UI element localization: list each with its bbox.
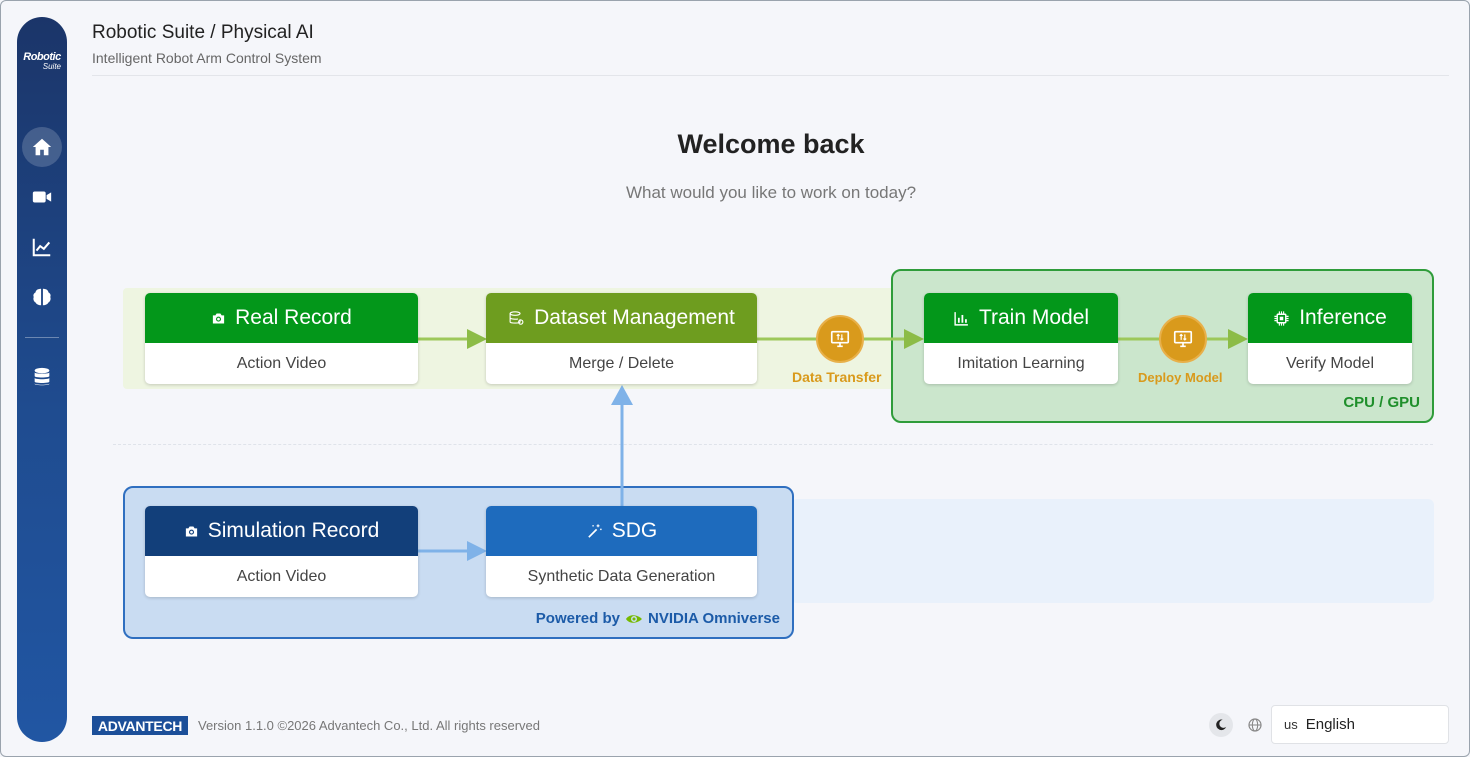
- line-chart-icon: [32, 238, 51, 257]
- bar-chart-icon: [954, 311, 968, 326]
- real-record-desc: Action Video: [236, 354, 327, 372]
- language-label: English: [1305, 716, 1355, 733]
- sdg-desc: Synthetic Data Generation: [527, 567, 716, 585]
- theme-toggle-button[interactable]: [1209, 713, 1233, 737]
- sdg-header: SDG: [486, 506, 757, 556]
- real-record-header: Real Record: [145, 293, 418, 343]
- sdg-card[interactable]: SDG Synthetic Data Generation: [486, 506, 757, 597]
- arrowhead-dataset-to-train: [904, 329, 924, 349]
- monitor-deploy-icon: [1173, 330, 1193, 348]
- arrowhead-sdg-to-dataset: [611, 385, 633, 405]
- omniverse-text: NVIDIA Omniverse: [648, 610, 780, 627]
- sidebar: Robotic Suite: [17, 17, 67, 742]
- dataset-management-title: Dataset Management: [534, 306, 735, 329]
- camera-icon: [185, 526, 197, 536]
- inference-card[interactable]: Inference Verify Model: [1248, 293, 1412, 384]
- database-gear-icon: [509, 310, 524, 325]
- monitor-transfer-icon: [830, 330, 850, 348]
- arrowhead-record-to-dataset: [467, 329, 487, 349]
- app-logo[interactable]: Robotic Suite: [17, 51, 67, 72]
- chip-icon: [1274, 310, 1289, 326]
- sidebar-divider: [25, 337, 59, 338]
- train-model-desc: Imitation Learning: [957, 354, 1085, 372]
- nvidia-logo-icon: [626, 614, 642, 623]
- data-transfer-node[interactable]: [816, 315, 864, 363]
- logo-line2: Suite: [42, 62, 61, 71]
- section-divider: [113, 444, 1433, 445]
- deploy-model-node[interactable]: [1159, 315, 1207, 363]
- deploy-model-label: Deploy Model: [1138, 370, 1223, 385]
- dataset-management-card[interactable]: Dataset Management Merge / Delete: [486, 293, 757, 384]
- welcome-title: Welcome back: [677, 129, 865, 159]
- simulation-record-title: Simulation Record: [207, 519, 380, 542]
- train-model-card[interactable]: Train Model Imitation Learning: [924, 293, 1118, 384]
- page-title: Robotic Suite / Physical AI: [92, 22, 314, 43]
- language-select[interactable]: us English: [1271, 705, 1449, 744]
- simulation-band: [791, 499, 1434, 603]
- inference-header: Inference: [1248, 293, 1412, 343]
- omniverse-label: Powered by NVIDIA Omniverse: [536, 610, 780, 627]
- dataset-management-desc: Merge / Delete: [569, 354, 674, 372]
- advantech-logo: ADVANTECH: [92, 716, 188, 735]
- sdg-title: SDG: [611, 519, 658, 542]
- inference-title: Inference: [1299, 306, 1387, 329]
- magic-wand-icon: [587, 523, 602, 538]
- globe-icon: [1244, 714, 1266, 736]
- sidebar-item-models[interactable]: [22, 277, 62, 317]
- version-text: Version 1.1.0 ©2026 Advantech Co., Ltd. …: [198, 718, 541, 733]
- home-icon: [32, 138, 52, 156]
- logo-line1: Robotic: [23, 51, 61, 63]
- sidebar-item-datasets[interactable]: [22, 357, 62, 397]
- welcome-subtitle: What would you like to work on today?: [625, 183, 917, 202]
- sidebar-item-home[interactable]: [22, 127, 62, 167]
- arrowhead-sim-to-sdg: [467, 541, 487, 561]
- simulation-record-card[interactable]: Simulation Record Action Video: [145, 506, 418, 597]
- database-icon: [34, 367, 50, 386]
- powered-by-text: Powered by: [535, 610, 620, 627]
- real-record-card[interactable]: Real Record Action Video: [145, 293, 418, 384]
- brain-icon: [33, 288, 51, 306]
- simulation-record-header: Simulation Record: [145, 506, 418, 556]
- arrowhead-train-to-inference: [1228, 329, 1248, 349]
- sidebar-item-analytics[interactable]: [22, 227, 62, 267]
- video-camera-icon: [32, 191, 52, 203]
- train-model-title: Train Model: [978, 306, 1090, 329]
- simulation-record-desc: Action Video: [236, 567, 327, 585]
- real-record-title: Real Record: [235, 306, 352, 329]
- train-model-header: Train Model: [924, 293, 1118, 343]
- sidebar-item-record[interactable]: [22, 177, 62, 217]
- language-code: us: [1284, 717, 1298, 732]
- camera-icon: [213, 313, 225, 323]
- page-subtitle: Intelligent Robot Arm Control System: [92, 50, 322, 66]
- dataset-management-header: Dataset Management: [486, 293, 757, 343]
- data-transfer-label: Data Transfer: [792, 369, 882, 385]
- header-divider: [92, 75, 1449, 76]
- cpu-gpu-label: CPU / GPU: [1343, 394, 1420, 411]
- inference-desc: Verify Model: [1285, 354, 1375, 372]
- moon-icon: [1216, 719, 1227, 731]
